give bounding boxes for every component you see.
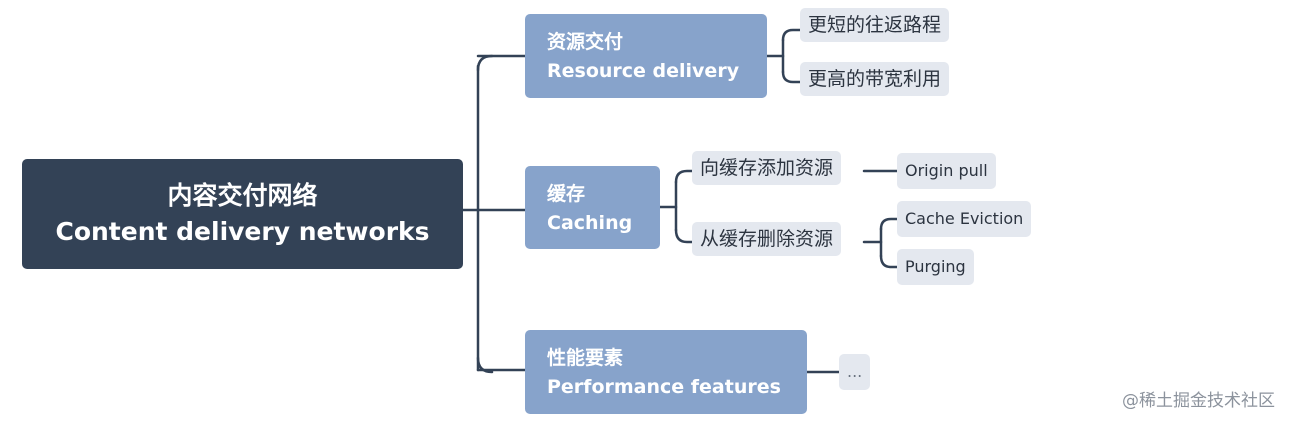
root-title-en: Content delivery networks — [55, 217, 430, 246]
branch-caching[interactable]: 缓存 Caching — [525, 166, 660, 249]
watermark-text: @稀土掘金技术社区 — [1122, 391, 1275, 411]
subbranch-remove-from-cache[interactable]: 从缓存删除资源 — [692, 222, 842, 256]
branch-title-en: Performance features — [547, 376, 781, 398]
root-node[interactable]: 内容交付网络 Content delivery networks — [22, 159, 463, 269]
branch-title-en: Caching — [547, 212, 633, 234]
leaf-collapsed-ellipsis[interactable]: ... — [839, 354, 871, 390]
branch-title-en: Resource delivery — [547, 60, 740, 82]
branch-title-zh: 缓存 — [547, 183, 586, 205]
leaf-higher-bandwidth[interactable]: 更高的带宽利用 — [800, 62, 950, 96]
root-title-zh: 内容交付网络 — [167, 181, 318, 210]
leaf-cache-eviction[interactable]: Cache Eviction — [897, 201, 1032, 237]
branch-title-zh: 性能要素 — [547, 347, 624, 369]
branch-performance-features[interactable]: 性能要素 Performance features — [525, 330, 807, 414]
branch-resource-delivery[interactable]: 资源交付 Resource delivery — [525, 14, 767, 98]
leaf-origin-pull[interactable]: Origin pull — [897, 153, 996, 189]
subbranch-add-to-cache[interactable]: 向缓存添加资源 — [692, 151, 842, 185]
branch-title-zh: 资源交付 — [547, 31, 624, 53]
leaf-shorter-round-trip[interactable]: 更短的往返路程 — [800, 8, 950, 42]
leaf-purging[interactable]: Purging — [897, 249, 974, 285]
